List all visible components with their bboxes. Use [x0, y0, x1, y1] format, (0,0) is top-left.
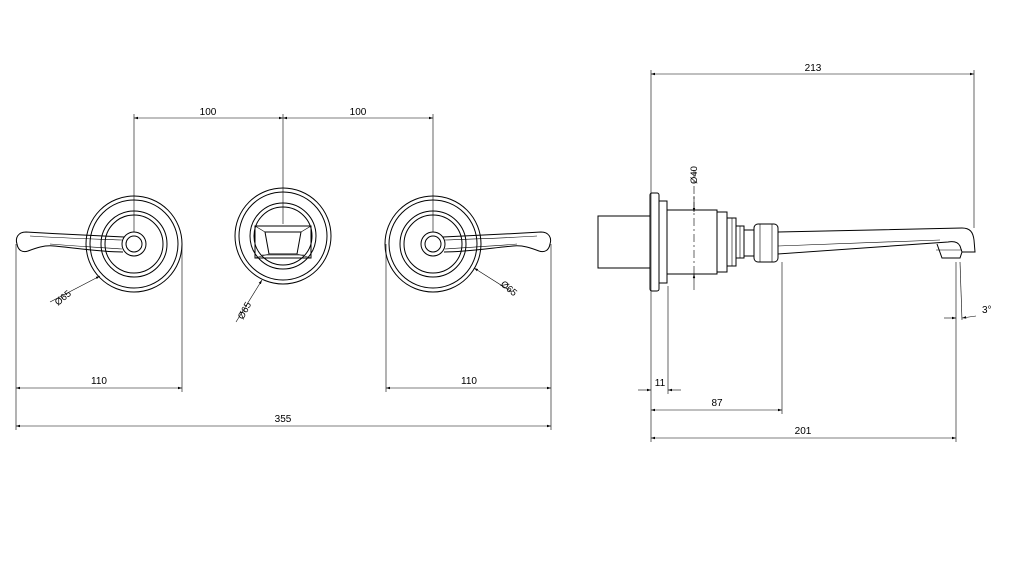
dim-dia-center: Ø65 — [236, 300, 254, 321]
dim-handle-right: 110 — [461, 376, 477, 387]
dim-overall-length: 213 — [805, 63, 822, 74]
front-view: 100 100 110 110 355 Ø65 Ø65 Ø65 — [15, 107, 552, 430]
spout-nut — [743, 229, 755, 257]
dim-angle: 3° — [982, 305, 992, 316]
dim-spacing-left: 100 — [200, 107, 217, 118]
dim-body-depth: 87 — [711, 398, 723, 409]
left-lever — [15, 231, 125, 253]
dim-handle-left: 110 — [91, 376, 107, 387]
right-valve — [384, 195, 552, 293]
valve-body — [666, 209, 718, 275]
left-valve — [15, 195, 183, 293]
dim-dia-right: Ø65 — [498, 279, 519, 299]
diverter-knob — [254, 225, 312, 259]
dim-body-dia: Ø40 — [689, 166, 700, 184]
right-lever — [442, 231, 552, 253]
side-view: 213 Ø40 11 87 201 3° — [597, 63, 992, 442]
rear-body — [597, 215, 651, 269]
wall-flange — [649, 192, 660, 292]
dim-spout-reach: 201 — [795, 426, 812, 437]
dim-flange: 11 — [655, 378, 666, 389]
dim-spacing-right: 100 — [350, 107, 367, 118]
dim-overall-width: 355 — [275, 414, 292, 425]
